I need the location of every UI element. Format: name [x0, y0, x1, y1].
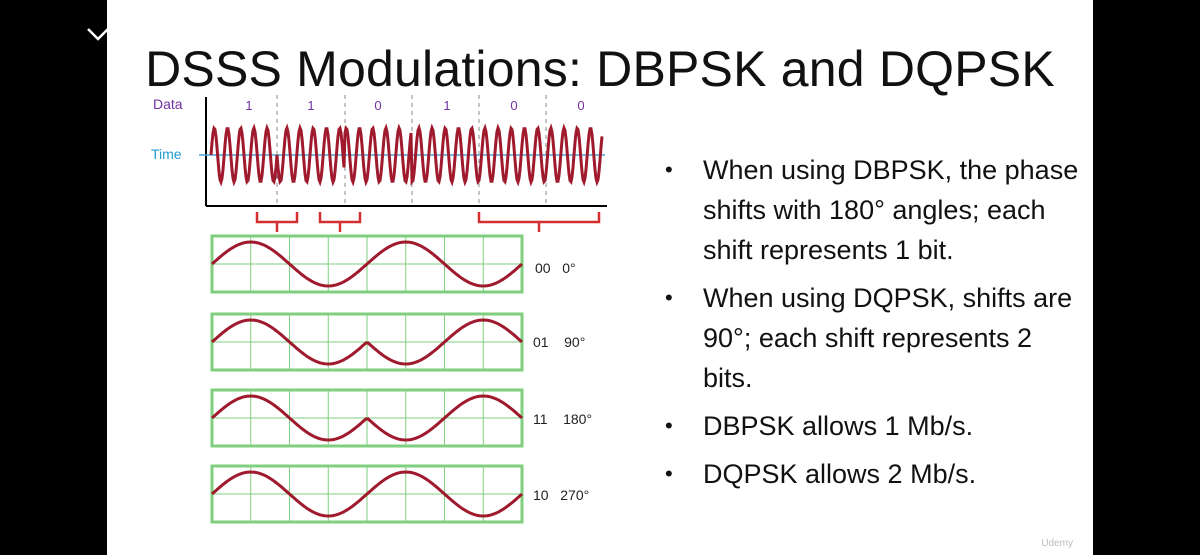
phase-angle: 270° [560, 487, 590, 503]
phase-row-label: 01 90° [533, 334, 585, 350]
phase-angle: 180° [563, 411, 593, 427]
bullet-item: •When using DBPSK, the phase shifts with… [665, 155, 1079, 265]
bit-label: 0 [374, 98, 382, 113]
phase-code: 11 [533, 411, 548, 427]
bit-label: 0 [510, 98, 518, 113]
slide-title: DSSS Modulations: DBPSK and DQPSK [145, 41, 1055, 97]
bullet-item: •DQPSK allows 2 Mb/s. [665, 459, 977, 489]
bit-label: 0 [577, 98, 585, 113]
chevron-down-icon[interactable] [86, 24, 110, 44]
phase-waveform-diagram [199, 95, 607, 524]
phase-code: 10 [533, 487, 549, 503]
phase-waveform [210, 394, 524, 442]
time-axis-label: Time [151, 146, 182, 162]
watermark-logo: Udemy [1041, 538, 1073, 549]
phase-row-label: 00 0° [535, 260, 576, 276]
bit-label: 1 [307, 98, 315, 113]
phase-waveform [210, 470, 524, 518]
phase-bracket [318, 212, 362, 232]
bullet-item: •When using DQPSK, shifts are 90°; each … [665, 283, 1073, 393]
bit-label: 1 [443, 98, 451, 113]
bit-label: 1 [245, 98, 253, 113]
phase-code: 00 [535, 260, 551, 276]
data-axis-label: Data [153, 96, 183, 112]
bullet-list: •When using DBPSK, the phase shifts with… [661, 150, 1081, 502]
phase-bracket [255, 212, 299, 232]
slide: DSSS Modulations: DBPSK and DQPSK Data T… [107, 0, 1093, 555]
carrier-wave [209, 123, 604, 187]
bullet-item: •DBPSK allows 1 Mb/s. [665, 411, 974, 441]
phase-waveform [210, 240, 524, 288]
phase-bracket [477, 212, 601, 232]
phase-row-label: 11 180° [533, 411, 592, 427]
phase-angle: 0° [562, 260, 576, 276]
phase-angle: 90° [564, 334, 586, 350]
phase-row-label: 10 270° [533, 487, 589, 503]
phase-code: 01 [533, 334, 549, 350]
phase-waveform [210, 318, 524, 366]
